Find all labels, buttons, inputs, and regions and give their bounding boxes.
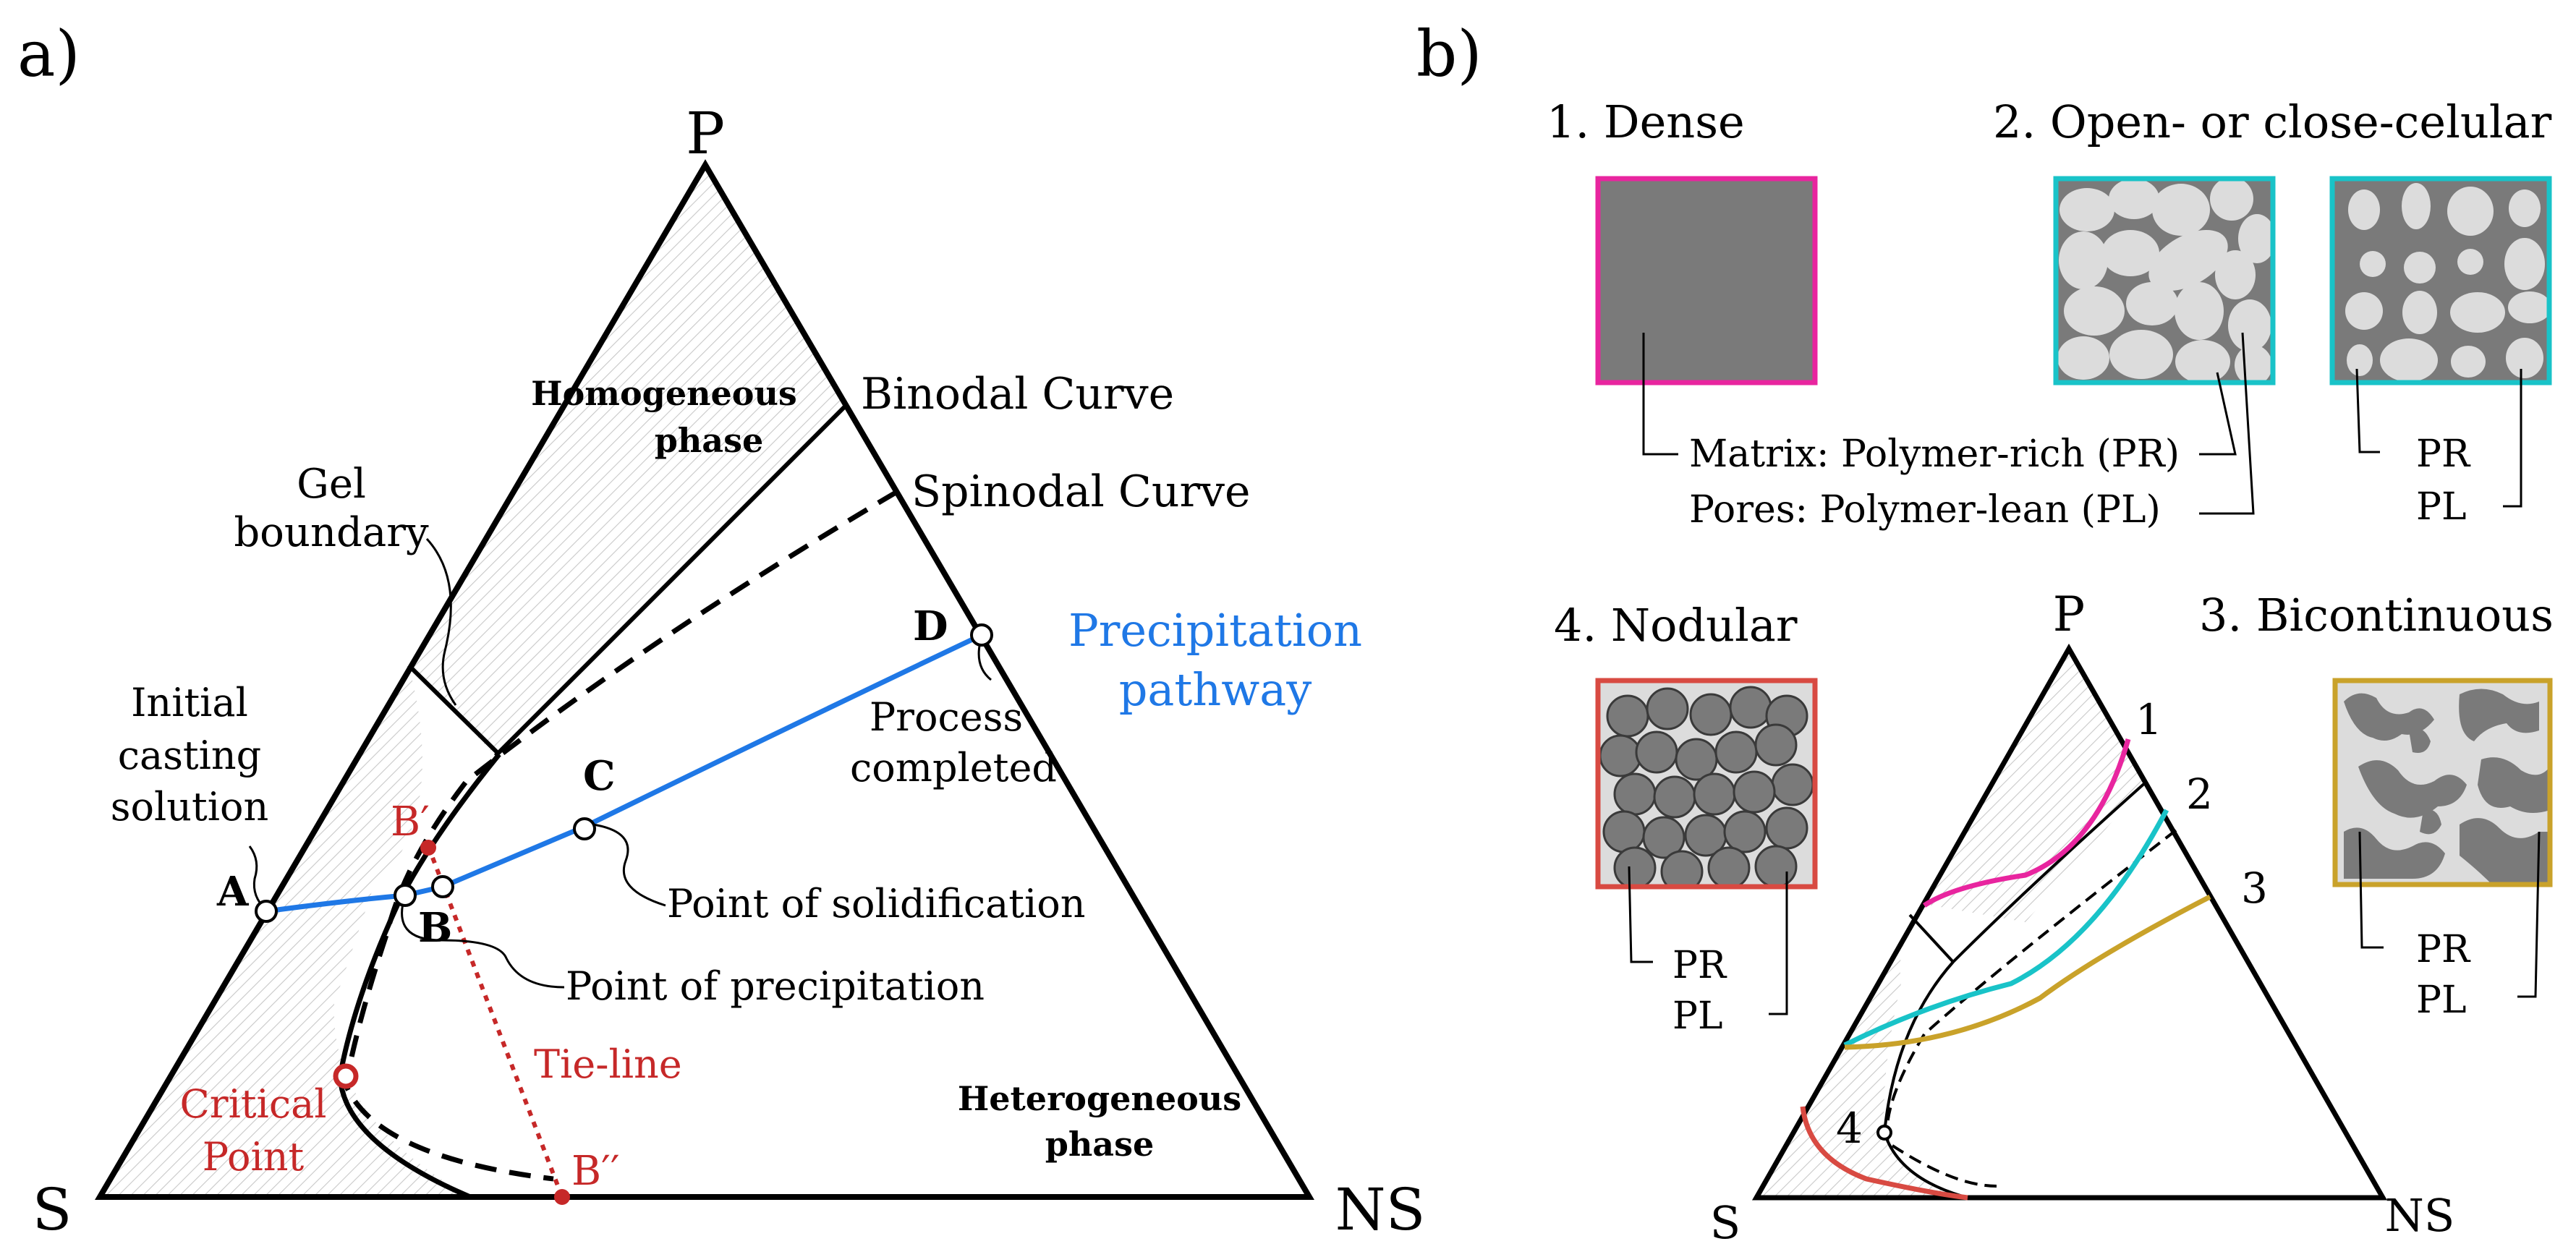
critical-label-1: Critical	[179, 1081, 326, 1127]
legend-pr-4: PR	[1672, 944, 1727, 987]
mini-path-4	[1800, 1106, 1968, 1201]
completed-label-1: Process	[870, 694, 1023, 740]
panel-b: b) 1. Dense 2. Open- or close-celular 4.…	[1416, 17, 2554, 1249]
panel-a: a) P S NS	[17, 17, 1425, 1243]
mini-ternary: P S NS 1 2 3 4	[1710, 587, 2455, 1249]
mini-label-4: 4	[1836, 1104, 1863, 1153]
initial-label-3: solution	[111, 784, 269, 830]
nodular-box	[1595, 678, 1818, 890]
homogeneous-region	[100, 165, 846, 1197]
panel-b-label: b)	[1416, 17, 1482, 91]
legend-pr-2b: PR	[2416, 433, 2471, 476]
closed-cellular-box	[2329, 176, 2552, 385]
precipitation-pathway	[265, 632, 983, 914]
mini-vertex-p: P	[2053, 587, 2085, 642]
point-a-marker	[255, 900, 278, 923]
mini-triangle-outline	[1751, 643, 2388, 1201]
mini-label-3: 3	[2241, 864, 2268, 913]
mini-spinodal	[1885, 829, 2177, 1188]
gel-boundary-line	[493, 403, 849, 758]
legend-pl-3: PL	[2416, 979, 2467, 1022]
vertex-s: S	[33, 1176, 72, 1243]
title-cellular: 2. Open- or close-celular	[1993, 95, 2552, 148]
point-b-prime-label: B′	[391, 798, 430, 845]
ternary-triangle-a	[95, 159, 1314, 1200]
initial-label-1: Initial	[131, 680, 248, 725]
mini-gel-boundary	[1908, 913, 1955, 963]
title-bicontinuous: 3. Bicontinuous	[2199, 589, 2554, 642]
leader-gel	[425, 537, 457, 706]
point-d-label: D	[913, 602, 948, 650]
mini-hatch	[1756, 649, 2147, 1198]
spinodal-label: Spinodal Curve	[911, 466, 1251, 517]
tie-line	[426, 845, 564, 1198]
legend-matrix: Matrix: Polymer-rich (PR)	[1689, 433, 2180, 476]
vertex-ns: NS	[1335, 1176, 1426, 1243]
point-b-double-prime-marker	[554, 1189, 570, 1205]
point-c-label: C	[583, 752, 616, 800]
legend-pr-3: PR	[2416, 928, 2471, 971]
leader-pores-2a	[2199, 332, 2255, 515]
mini-vertex-s: S	[1710, 1196, 1740, 1249]
precipitation-label: Point of precipitation	[566, 963, 985, 1009]
leader-pr-3	[2358, 831, 2384, 949]
leader-pl-3	[2517, 831, 2541, 998]
point-a-label: A	[216, 868, 250, 916]
mini-vertex-ns: NS	[2385, 1189, 2455, 1242]
mini-point-4	[1876, 1125, 1892, 1141]
mini-path-1	[1923, 738, 2131, 908]
point-b-second-marker	[431, 875, 454, 898]
initial-label-2: casting	[118, 733, 261, 778]
leader-matrix-2a	[2199, 372, 2237, 456]
legend-pl-4: PL	[1672, 994, 1723, 1038]
pathway-label-2: pathway	[1119, 663, 1312, 716]
tie-line-label: Tie-line	[534, 1041, 682, 1087]
gel-label-1: Gel	[297, 461, 366, 508]
point-b-label: B	[418, 904, 452, 952]
leader-initial	[248, 845, 268, 911]
mini-label-2: 2	[2186, 770, 2213, 819]
vertex-p: P	[686, 100, 725, 167]
critical-label-2: Point	[203, 1134, 305, 1180]
homogeneous-label-1: Homogeneous	[531, 374, 797, 413]
mini-binodal	[1882, 780, 2148, 1199]
dense-box	[1595, 176, 1818, 385]
mini-path-2	[1843, 809, 2169, 1048]
solidification-label: Point of solidification	[667, 881, 1086, 926]
point-b-double-prime-label: B′′	[571, 1148, 620, 1195]
legend-pl-2b: PL	[2416, 485, 2467, 529]
pathway-label-1: Precipitation	[1068, 604, 1362, 657]
leader-pr-4	[1628, 866, 1653, 963]
leader-dense	[1642, 333, 1678, 456]
leader-pl-2b	[2503, 369, 2522, 508]
point-d-marker	[970, 623, 993, 647]
legend-pores: Pores: Polymer-lean (PL)	[1689, 488, 2161, 532]
gel-label-2: boundary	[234, 509, 429, 556]
heterogeneous-label-1: Heterogeneous	[958, 1079, 1241, 1118]
completed-label-2: completed	[850, 745, 1057, 791]
mini-path-3	[1844, 894, 2211, 1050]
leader-pr-2b	[2355, 368, 2380, 453]
leader-precipitation	[401, 895, 565, 989]
point-b-marker	[394, 884, 417, 907]
binodal-curve	[337, 752, 501, 1200]
gel-boundary-short	[407, 663, 501, 757]
point-c-marker	[573, 817, 596, 840]
mini-label-1: 1	[2135, 695, 2162, 744]
homogeneous-hatch	[100, 165, 846, 1197]
homogeneous-label-2: phase	[655, 421, 764, 460]
heterogeneous-label-2: phase	[1045, 1125, 1155, 1164]
title-nodular: 4. Nodular	[1554, 599, 1798, 652]
point-b-prime-marker	[420, 840, 436, 856]
critical-point-marker	[333, 1063, 359, 1089]
leader-pl-4	[1769, 872, 1788, 1015]
bicontinuous-box	[2332, 678, 2553, 887]
open-cellular-box	[2053, 176, 2276, 385]
panel-a-label: a)	[17, 17, 80, 91]
binodal-label: Binodal Curve	[861, 369, 1174, 419]
leader-solidification	[592, 823, 666, 907]
title-dense: 1. Dense	[1547, 95, 1745, 148]
